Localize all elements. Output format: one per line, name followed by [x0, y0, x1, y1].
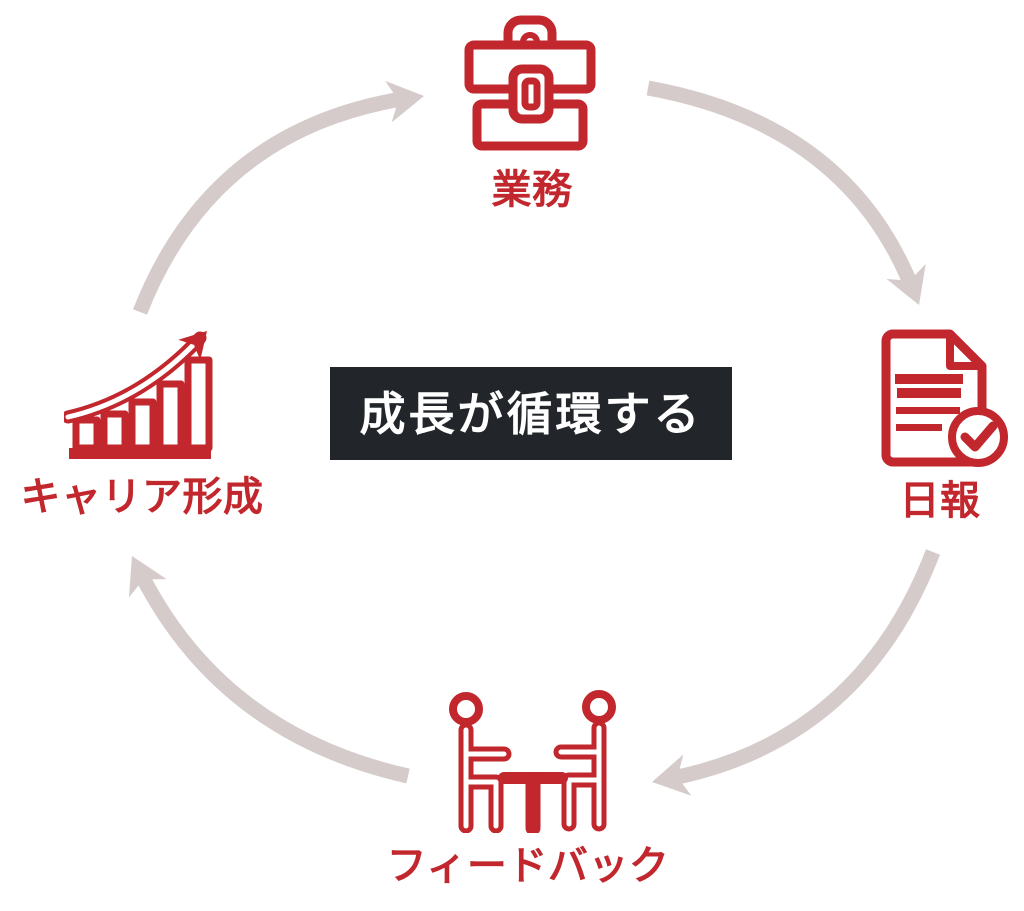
- report-check-icon: [881, 329, 1008, 467]
- node-label-feedback: フィードバック: [386, 844, 670, 888]
- one-on-one-meeting-icon: [449, 690, 616, 833]
- arrow-work-to-report-icon: [646, 80, 926, 305]
- center-message-box: 成長が循環する: [330, 367, 732, 460]
- arrow-report-to-feedback-icon: [652, 549, 940, 796]
- arrow-feedback-to-career-icon: [128, 556, 410, 784]
- report-text-line: [896, 407, 960, 414]
- node-label-work: 業務: [491, 168, 573, 212]
- briefcase-icon: [464, 15, 596, 151]
- report-text-line: [895, 374, 963, 384]
- report-text-line: [896, 424, 942, 431]
- node-label-career: キャリア形成: [20, 475, 264, 519]
- center-message: 成長が循環する: [359, 387, 703, 440]
- chart-baseline: [69, 448, 211, 459]
- node-label-daily-report: 日報: [899, 479, 981, 523]
- arrow-career-to-work-icon: [133, 80, 424, 315]
- report-text-line: [897, 388, 961, 398]
- growth-chart-icon: [64, 331, 213, 459]
- growth-arrowhead: [178, 331, 207, 361]
